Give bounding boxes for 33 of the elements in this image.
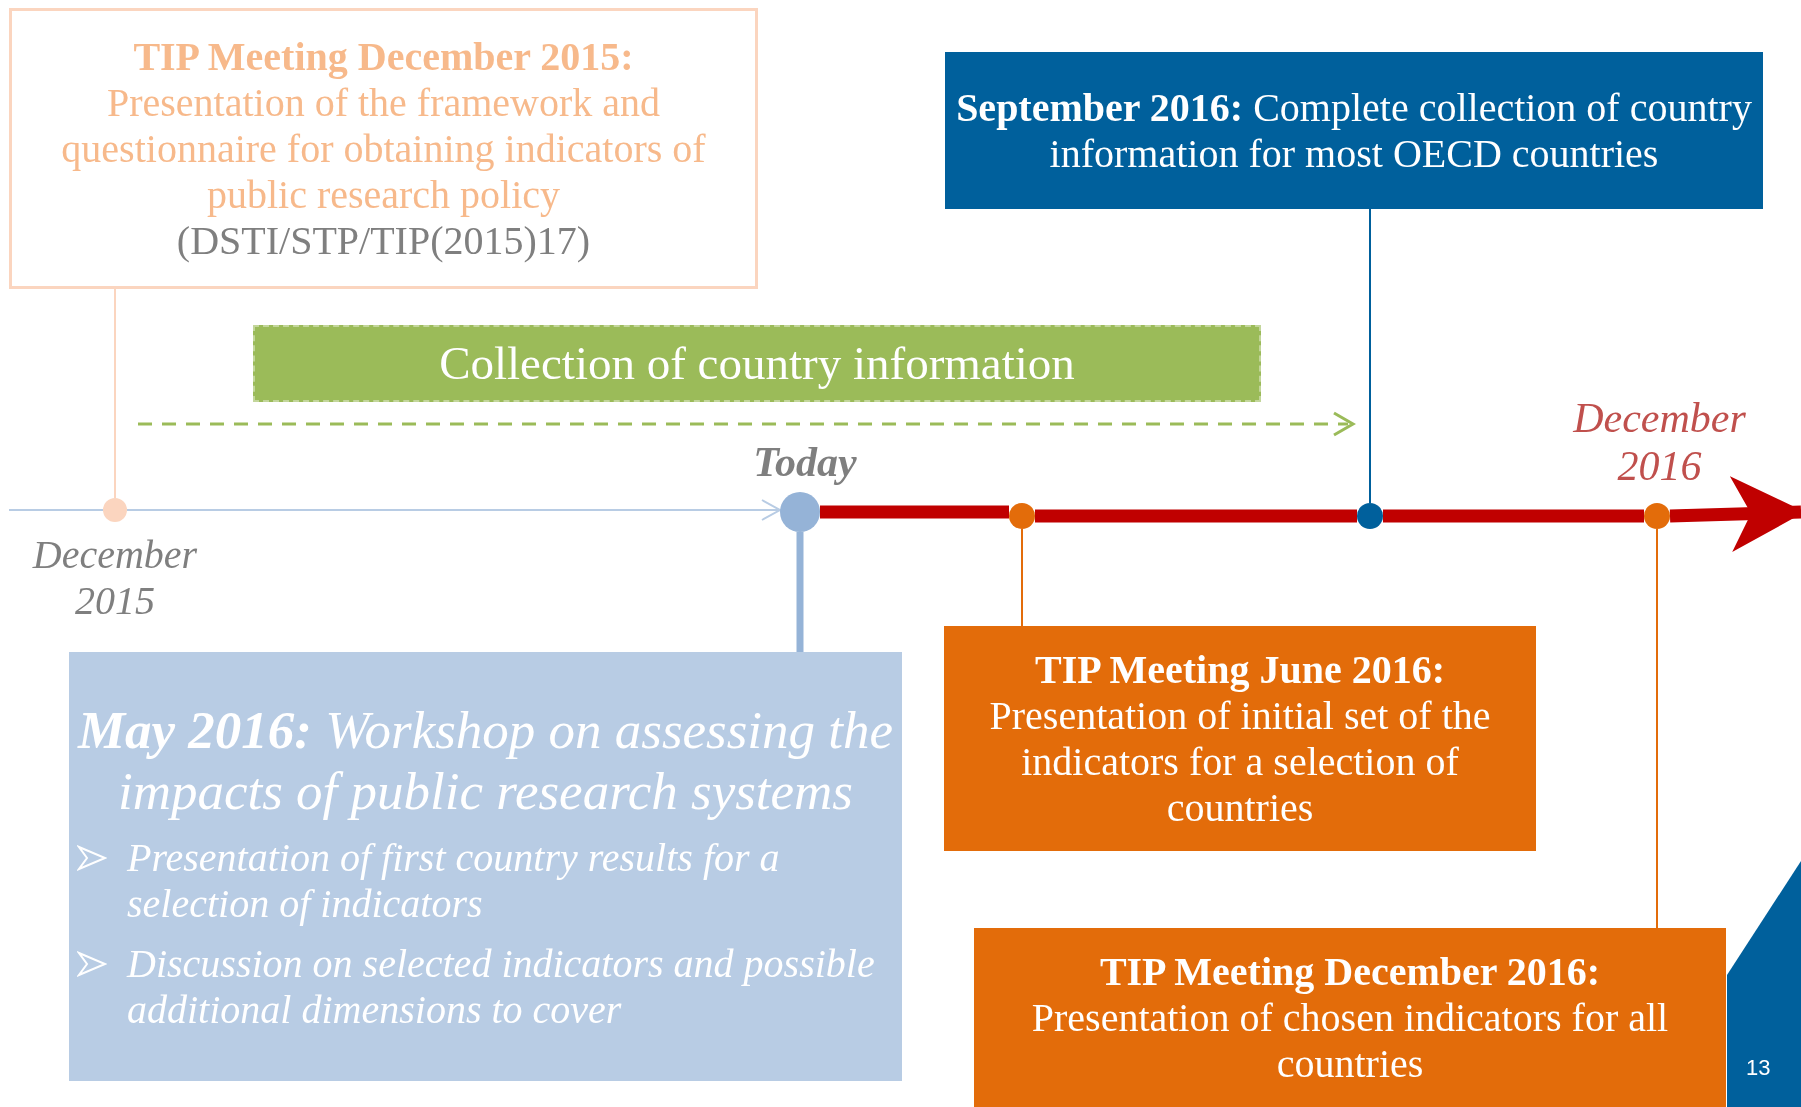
meeting-box bbox=[944, 626, 1536, 851]
workshop-box bbox=[69, 652, 902, 1081]
workshop-title: May 2016: Workshop on assessing the impacts of public research systems bbox=[77, 699, 894, 822]
timeline-dot bbox=[103, 498, 127, 522]
leader-line bbox=[1656, 528, 1658, 929]
milestone-text: September 2016: Complete collection of country information for most OECD countries bbox=[955, 84, 1753, 177]
timeline-dot bbox=[1357, 503, 1383, 529]
page-number: 13 bbox=[1746, 1055, 1771, 1081]
bullet-text: Discussion on selected indicators and possible additional dimensions to cover bbox=[127, 941, 876, 1034]
date-label: December 2016 bbox=[1572, 394, 1747, 491]
bullet-text: Presentation of first country results for a selection of indicators bbox=[127, 835, 781, 928]
meeting-title: TIP Meeting December 2016: bbox=[1098, 948, 1602, 995]
milestone-box bbox=[945, 52, 1763, 209]
leader-line bbox=[114, 288, 116, 499]
date-label: December 2015 bbox=[31, 532, 199, 624]
meeting-title: TIP Meeting June 2016: bbox=[1034, 646, 1446, 693]
period-label: Collection of country information bbox=[438, 336, 1076, 391]
timeline-dot bbox=[1009, 503, 1035, 529]
meeting-description: Presentation of chosen indicators for all countries bbox=[1030, 994, 1670, 1087]
timeline-dot bbox=[1644, 503, 1670, 529]
leader-line bbox=[1021, 528, 1023, 627]
period-band bbox=[253, 325, 1261, 402]
meeting-box bbox=[9, 8, 758, 289]
meeting-description: Presentation of initial set of the indicators for a selection of countries bbox=[988, 692, 1492, 831]
document-reference: (DSTI/STP/TIP(2015)17) bbox=[175, 217, 592, 264]
today-label: Today bbox=[752, 438, 858, 487]
timeline-arrow bbox=[1669, 476, 1801, 553]
leader-line bbox=[126, 499, 781, 521]
timeline-dot bbox=[780, 492, 820, 532]
meeting-box bbox=[974, 928, 1726, 1107]
meeting-title: TIP Meeting December 2015: bbox=[132, 33, 635, 80]
meeting-description: Presentation of the framework and questionnaire for obtaining indicators of public research policy bbox=[60, 79, 707, 218]
leader-line bbox=[1369, 208, 1371, 504]
